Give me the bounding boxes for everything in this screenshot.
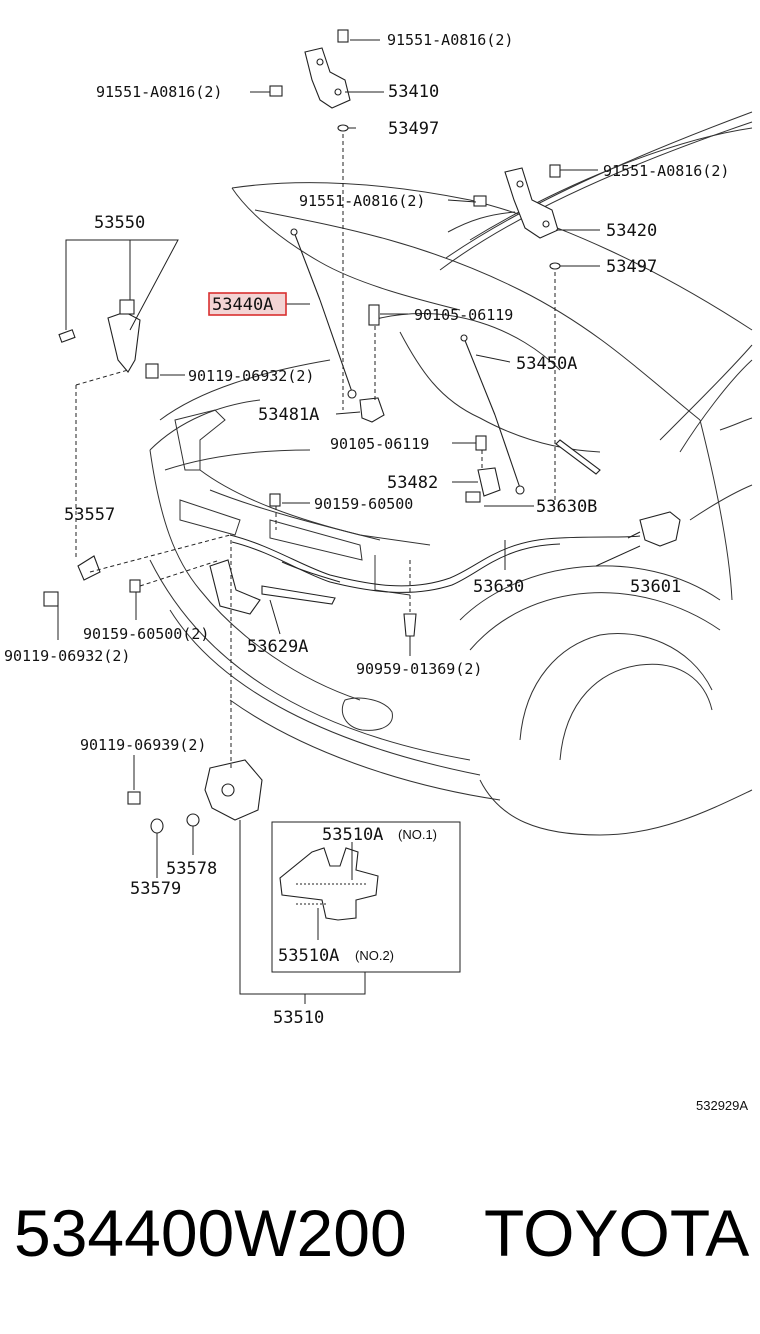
label-bracket-left: 53481A	[258, 405, 319, 425]
dashed-guides	[75, 134, 556, 768]
label-bracket-53629a: 53629A	[247, 637, 308, 657]
label-clip-01369: 90959-01369(2)	[356, 660, 482, 678]
lock-detail-inset	[271, 821, 461, 973]
hood-strut-bracket-53482-icon	[465, 467, 501, 503]
label-lock-no1: 53510A	[322, 825, 383, 845]
hood-release-cable-2	[231, 541, 561, 593]
label-part-53578: 53578	[166, 859, 217, 879]
highlight-box	[208, 292, 287, 316]
label-bolt-lock-lower: 90119-06932(2)	[4, 647, 130, 665]
label-hinge-bolt-top: 91551-A0816(2)	[387, 31, 513, 49]
part-labels: 91551-A0816(2) 91551-A0816(2) 53410 5349…	[4, 31, 748, 1113]
label-cable-53630: 53630	[473, 577, 524, 597]
label-lock-assembly-top: 53550	[94, 213, 145, 233]
label-hinge-bolt-mid: 91551-A0816(2)	[299, 192, 425, 210]
label-support-b: 53630B	[536, 497, 597, 517]
label-stud-upper: 90105-06119	[414, 306, 513, 324]
label-lock-no1-sub: (NO.1)	[398, 827, 437, 842]
label-hinge-bolt-right: 91551-A0816(2)	[603, 162, 729, 180]
label-strut-right: 53450A	[516, 354, 577, 374]
label-bracket-right: 53482	[387, 473, 438, 493]
label-part-53557: 53557	[64, 505, 115, 525]
hood-support-strut-right	[460, 334, 525, 495]
vehicle-body-outline	[149, 111, 753, 836]
label-lock-no2: 53510A	[278, 946, 339, 966]
lock-spring-detail-icon	[279, 847, 379, 921]
label-hinge-right: 53420	[606, 221, 657, 241]
label-bolt-lock-upper: 90119-06932(2)	[188, 367, 314, 385]
label-washer-left: 53497	[388, 119, 439, 139]
label-washer-right: 53497	[606, 257, 657, 277]
label-handle-53601: 53601	[630, 577, 681, 597]
label-bolt-06939: 90119-06939(2)	[80, 736, 206, 754]
footer-part-number: 534400W200	[14, 1196, 407, 1270]
hood-lock-53550-icon	[58, 299, 159, 379]
label-bolt-60500-upper: 90159-60500	[314, 495, 413, 513]
support-rod	[555, 439, 601, 475]
label-hinge-bolt-left: 91551-A0816(2)	[96, 83, 222, 101]
label-bolt-60500-lower: 90159-60500(2)	[83, 625, 209, 643]
label-hinge-left: 53410	[388, 82, 439, 102]
small-fasteners	[43, 493, 417, 637]
label-strut-left: 53440A	[212, 295, 273, 315]
hood-lock-53510-icon	[127, 759, 263, 834]
footer-brand: TOYOTA	[484, 1196, 749, 1270]
hood-strut-bracket-53481a-icon	[359, 304, 487, 451]
diagram-reference: 532929A	[696, 1098, 748, 1113]
hood-release-handle-53601-icon	[627, 511, 681, 547]
label-stud-lower: 90105-06119	[330, 435, 429, 453]
label-lock-assembly: 53510	[273, 1008, 324, 1028]
hood-support-strut-left	[290, 228, 357, 399]
label-part-53579: 53579	[130, 879, 181, 899]
leader-lines	[57, 39, 641, 1004]
hood-release-cable	[229, 534, 641, 587]
label-lock-no2-sub: (NO.2)	[355, 948, 394, 963]
hood-hinge-left-icon	[269, 29, 351, 132]
